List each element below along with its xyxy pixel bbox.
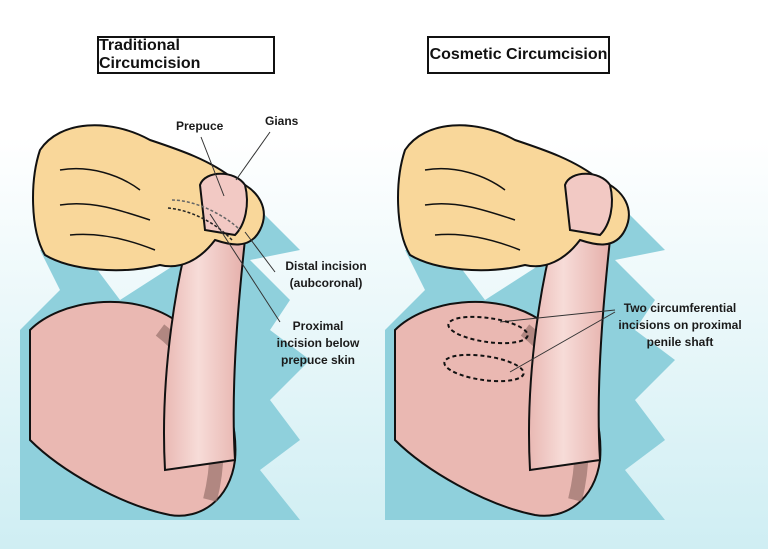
proximal-incision-label: Proximal incision below prepuce skin (268, 318, 368, 369)
distal-incision-line (171, 199, 241, 231)
circumferential-incisions-label: Two circumferential incisions on proxima… (618, 300, 742, 351)
proximal-incision-line (167, 207, 233, 241)
upper-circumferential-incision (447, 315, 529, 345)
cosmetic-label-line1: Two circumferential (623, 301, 737, 315)
distal-incision-label: Distal incision (aubcoronal) (276, 258, 376, 292)
cosmetic-title: Cosmetic Circumcision (427, 36, 610, 74)
cosmetic-label-line2: incisions on proximal (618, 318, 742, 332)
prepuce-label: Prepuce (176, 119, 224, 133)
distal-label-line2: (aubcoronal) (289, 276, 363, 290)
proximal-label-line3: prepuce skin (280, 353, 356, 367)
glans-label: Gians (265, 114, 299, 128)
traditional-title: Traditional Circumcision (97, 36, 275, 74)
leader-lines (200, 131, 616, 373)
distal-label-line1: Distal incision (285, 259, 367, 273)
lower-circumferential-incision (443, 353, 525, 383)
proximal-label-line1: Proximal (292, 319, 344, 333)
cosmetic-label-line3: penile shaft (646, 335, 714, 349)
proximal-label-line2: incision below (276, 336, 360, 350)
